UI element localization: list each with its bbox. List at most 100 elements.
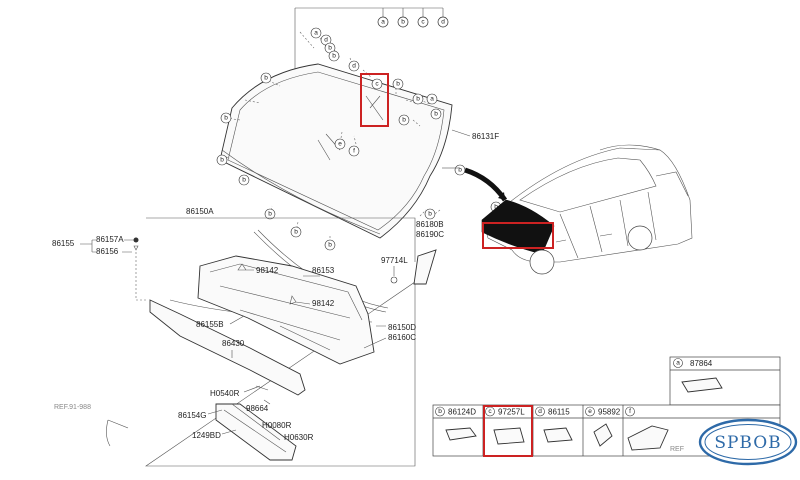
callout-circle (216, 154, 228, 166)
label-1249BD: 1249BD (192, 431, 221, 440)
callout-circle (290, 226, 302, 238)
callout-circle (220, 112, 232, 124)
callout-circle (392, 78, 404, 90)
spbob-watermark: SPBOB (698, 418, 798, 466)
label-86154G: 86154G (178, 411, 206, 420)
label-97714L: 97714L (381, 256, 408, 265)
callout-letter: b (328, 242, 332, 249)
legend-letter: f (629, 408, 631, 415)
top-circle-d: d (441, 19, 445, 26)
callout-letter: b (402, 117, 406, 124)
callout-letter: b (268, 211, 272, 218)
label-98142-lower: 98142 (312, 299, 335, 308)
legend-letter: c (488, 408, 492, 415)
legend-letter-circle (535, 406, 545, 417)
part-95892-icon (593, 423, 613, 447)
callout-letter: d (352, 63, 356, 70)
highlight-97257L (483, 405, 533, 457)
callout-circle (430, 108, 442, 120)
callout-circle (412, 93, 424, 105)
rear-quarter-glass (413, 249, 437, 285)
callout-circle (260, 72, 272, 84)
top-circle-b: b (401, 19, 405, 26)
label-H0080R: H0080R (262, 421, 292, 430)
callout-letter: b (332, 53, 336, 60)
inset-a-code: 87864 (690, 359, 713, 368)
legend-letter-circle (625, 406, 635, 417)
callout-circle (310, 27, 322, 39)
label-H0540R: H0540R (210, 389, 240, 398)
label-86131F: 86131F (472, 132, 499, 141)
legend-letter: b (438, 408, 442, 415)
legend-letter-circle (435, 406, 445, 417)
label-86160C: 86160C (388, 333, 416, 342)
callout-circle (238, 174, 250, 186)
part-86115-icon (543, 427, 573, 443)
inset-a: a 87864 (669, 356, 781, 406)
vehicle-illustration (481, 144, 693, 275)
callout-letter: b (328, 45, 332, 52)
callout-letter: b (224, 115, 228, 122)
legend-code: 95892 (598, 408, 621, 417)
part-86124D-icon (445, 427, 477, 441)
callout-circle (348, 145, 360, 157)
label-86155B: 86155B (196, 320, 224, 329)
legend-code: 86124D (448, 408, 476, 417)
callout-circle (264, 208, 276, 220)
label-86155: 86155 (52, 239, 75, 248)
watermark-text: SPBOB (714, 433, 781, 453)
part-f-icon (627, 425, 669, 451)
label-86156: 86156 (96, 247, 119, 256)
label-86157A: 86157A (96, 235, 124, 244)
label-86150D: 86150D (388, 323, 416, 332)
callout-letter: f (353, 148, 355, 155)
top-circle-a: a (381, 19, 385, 26)
ref-91-988: REF.91-988 (54, 404, 91, 411)
callout-letter: b (396, 81, 400, 88)
callout-letter: b (434, 111, 438, 118)
callout-letter: e (338, 141, 342, 148)
callout-circle (424, 208, 436, 220)
callout-circle (328, 50, 340, 62)
callout-circle (371, 78, 383, 90)
callout-letter: b (428, 211, 432, 218)
cowl-assembly (149, 229, 389, 461)
label-98142-upper: 98142 (256, 266, 279, 275)
highlight-c-callout (360, 73, 389, 127)
rivet-icon (390, 276, 398, 284)
main-labels: 86150A 86157A 86155 86156 98142 86153 98… (52, 207, 444, 442)
callout-letter: b (294, 229, 298, 236)
callout-letter: b (264, 75, 268, 82)
legend-code: 86115 (548, 408, 570, 417)
left-clips (80, 237, 148, 301)
legend-ref-partial: REF (670, 446, 684, 453)
callout-letter: a (430, 96, 434, 103)
inset-a-letter: a (676, 360, 680, 367)
callout-circle (334, 138, 346, 150)
callout-letter: b (494, 204, 498, 211)
callout-circle (348, 60, 360, 72)
legend-letter: e (588, 408, 592, 415)
callout-circle (398, 114, 410, 126)
callout-letter: b (242, 177, 246, 184)
label-86180B: 86180B (416, 220, 444, 229)
label-86153: 86153 (312, 266, 335, 275)
legend-letter: d (538, 408, 542, 415)
callout-letter: c (375, 81, 379, 88)
windshield-glass (219, 63, 453, 239)
part-97257L-icon (493, 427, 525, 445)
legend-code: 97257L (498, 408, 525, 417)
callout-letter: d (324, 37, 328, 44)
top-circle-c: c (421, 19, 425, 26)
callout-letter: b (220, 157, 224, 164)
highlight-vehicle-windshield (482, 222, 554, 249)
callout-letter: b (458, 167, 462, 174)
label-86190C: 86190C (416, 230, 444, 239)
label-98664: 98664 (246, 404, 269, 413)
label-H0630R: H0630R (284, 433, 314, 442)
ref-hose (106, 419, 129, 447)
top-callout-tree: a b c d (294, 7, 449, 70)
